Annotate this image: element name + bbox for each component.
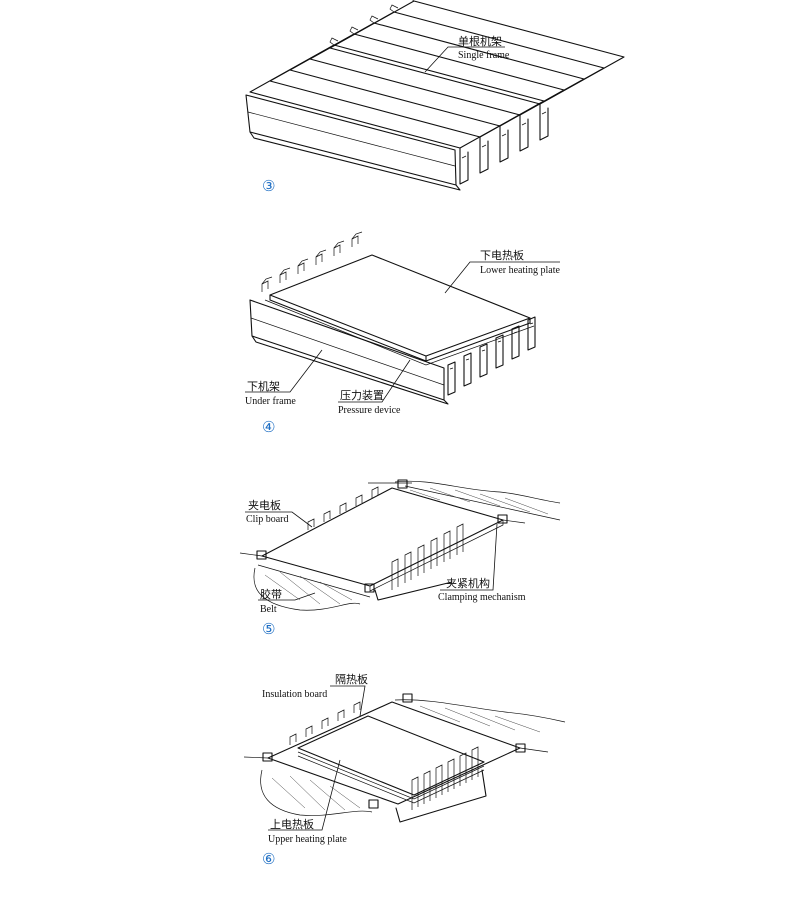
step-3-illustration: 单根机架 Single frame ③ [245,0,625,195]
svg-text:③: ③ [262,177,275,195]
step-number-6: ⑥ [262,850,275,868]
label-clamping-mechanism-cn: 夹紧机构 [446,576,490,590]
label-single-frame-en: Single frame [458,50,510,61]
label-lower-heating-plate-cn: 下电热板 [480,248,524,262]
label-under-frame-en: Under frame [245,396,296,407]
label-clip-board-en: Clip board [246,514,289,525]
step-number-5: ⑤ [262,620,275,638]
step-5-illustration: 夹电板 Clip board 夹紧机构 Clamping mechanism 胶… [239,479,561,638]
label-clip-board-cn: 夹电板 [248,498,281,512]
label-under-frame-cn: 下机架 [247,379,280,393]
label-insulation-board-en: Insulation board [262,689,327,700]
step-4-illustration: 下电热板 Lower heating plate 下机架 Under frame… [245,231,561,436]
label-clamping-mechanism-en: Clamping mechanism [438,592,526,603]
label-pressure-device-cn: 压力装置 [340,389,384,402]
step-number-3: ③ [262,177,275,195]
svg-text:⑤: ⑤ [262,620,275,638]
label-insulation-board-cn: 隔热板 [335,672,368,686]
svg-text:④: ④ [262,418,275,436]
label-upper-heating-plate-en: Upper heating plate [268,834,347,845]
label-lower-heating-plate-en: Lower heating plate [480,265,561,276]
step-6-illustration: 隔热板 Insulation board 上电热板 Upper heating … [243,672,566,868]
step-number-4: ④ [262,418,275,436]
label-belt-en: Belt [260,604,277,615]
label-single-frame-cn: 单根机架 [458,34,502,48]
label-belt-cn: 胶带 [260,587,282,601]
label-pressure-device-en: Pressure device [338,405,401,416]
svg-text:⑥: ⑥ [262,850,275,868]
label-upper-heating-plate-cn: 上电热板 [270,817,314,831]
